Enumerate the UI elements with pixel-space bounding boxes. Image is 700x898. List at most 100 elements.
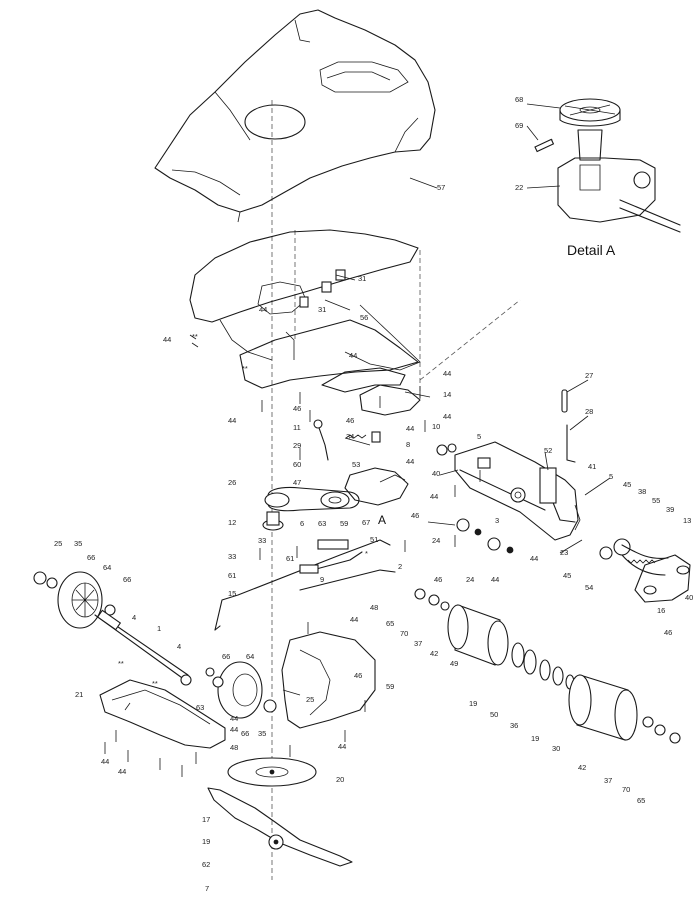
callout-label: 33 [258, 536, 267, 545]
blade-boss [262, 511, 284, 531]
front-axle [94, 609, 189, 681]
callout-label: 27 [585, 371, 594, 380]
callout-label: 21 [75, 690, 84, 699]
handle-pins [561, 389, 576, 463]
callout-label: 40 [685, 593, 694, 602]
top-cover [154, 9, 436, 223]
adjust-rods [214, 539, 396, 631]
callout-label: 49 [450, 659, 459, 668]
callout-label: 54 [585, 583, 594, 592]
callout-label: 19 [469, 699, 478, 708]
callout-label: 26 [228, 478, 237, 487]
callout-label: 41 [588, 462, 597, 471]
callout-label: 37 [604, 776, 613, 785]
callout-label: 61 [286, 554, 295, 563]
detail-a-gearbox [534, 98, 681, 233]
callout-label: 46 [354, 671, 363, 680]
drive-chain [599, 538, 669, 576]
callout-label: 10 [432, 422, 441, 431]
callout-label: 19 [202, 837, 211, 846]
discharge-chute [189, 229, 421, 389]
callout-label: 46 [411, 511, 420, 520]
front-roller [414, 588, 575, 690]
callout-label: 57 [437, 183, 446, 192]
callout-label: 22 [515, 183, 524, 192]
callout-label: 46 [346, 416, 355, 425]
callout-label: 47 [293, 478, 302, 487]
callout-label: 64 [103, 563, 112, 572]
detail-a-title: Detail A [567, 242, 616, 258]
callout-label: 44 [530, 554, 539, 563]
height-adjust-assembly [313, 367, 421, 506]
callout-label: 13 [683, 516, 692, 525]
callout-label: 31 [318, 305, 327, 314]
cutting-blade [207, 787, 353, 867]
callout-label: 24 [466, 575, 475, 584]
callout-label: 65 [637, 796, 646, 805]
rear-frame [454, 441, 581, 541]
callout-label: 38 [638, 487, 647, 496]
callout-label: 44 [443, 369, 452, 378]
callout-label: 52 [544, 446, 553, 455]
callout-label: 16 [657, 606, 666, 615]
callout-label: 50 [490, 710, 499, 719]
callout-label: 9 [320, 575, 325, 584]
callout-label: 55 [652, 496, 661, 505]
callout-label: 44 [430, 492, 439, 501]
callout-label: 66 [222, 652, 231, 661]
callout-label: 48 [230, 743, 239, 752]
callout-label: 2 [398, 562, 403, 571]
callout-label: 39 [666, 505, 675, 514]
callout-label: 30 [552, 744, 561, 753]
right-front-wheel [180, 661, 277, 719]
callout-label: 42 [578, 763, 587, 772]
callout-label: 28 [585, 407, 594, 416]
callout-label: 4 [177, 642, 182, 651]
callout-label: 44 [338, 742, 347, 751]
callout-label: 62 [202, 860, 211, 869]
callout-label: 24 [432, 536, 441, 545]
callout-label: 23 [560, 548, 569, 557]
callout-label: 44 [491, 575, 500, 584]
bearings [436, 443, 514, 554]
callout-label: 12 [228, 518, 237, 527]
callout-label: 59 [340, 519, 349, 528]
callout-label: 44 [350, 615, 359, 624]
callout-label: 19 [531, 734, 540, 743]
callout-label: 1 [157, 624, 162, 633]
callout-label: 5 [609, 472, 614, 481]
callout-label: 44 [230, 725, 239, 734]
callout-label: 48 [370, 603, 379, 612]
callout-label: 45 [623, 480, 632, 489]
callout-label: 6 [300, 519, 305, 528]
drive-belt [264, 486, 360, 512]
callout-label: 35 [74, 539, 83, 548]
callout-label: 63 [318, 519, 327, 528]
callout-label: 46 [293, 404, 302, 413]
callout-label: ** [118, 659, 124, 668]
callout-label: 29 [293, 441, 302, 450]
callout-label: 56 [360, 313, 369, 322]
callout-label: 15 [228, 589, 237, 598]
callout-label: * [365, 549, 368, 558]
callout-label: 64 [246, 652, 255, 661]
callout-label: 44 [118, 767, 127, 776]
callout-label: ** [242, 364, 248, 373]
callout-label: 40 [432, 469, 441, 478]
callout-label: 44 [230, 714, 239, 723]
callout-label: 63 [196, 703, 205, 712]
assembly-axis-line [419, 299, 521, 381]
callout-label: 45 [563, 571, 572, 580]
callout-label: 17 [202, 815, 211, 824]
callout-label: 65 [386, 619, 395, 628]
callout-label: 14 [443, 390, 452, 399]
callout-label: 44 [163, 335, 172, 344]
callout-label: 25 [54, 539, 63, 548]
rear-roller [568, 674, 681, 744]
callout-label: 46 [434, 575, 443, 584]
callout-label: 44 [443, 412, 452, 421]
front-skid-plate [99, 679, 226, 749]
callout-label: 5 [477, 432, 482, 441]
callout-label: 25 [306, 695, 315, 704]
